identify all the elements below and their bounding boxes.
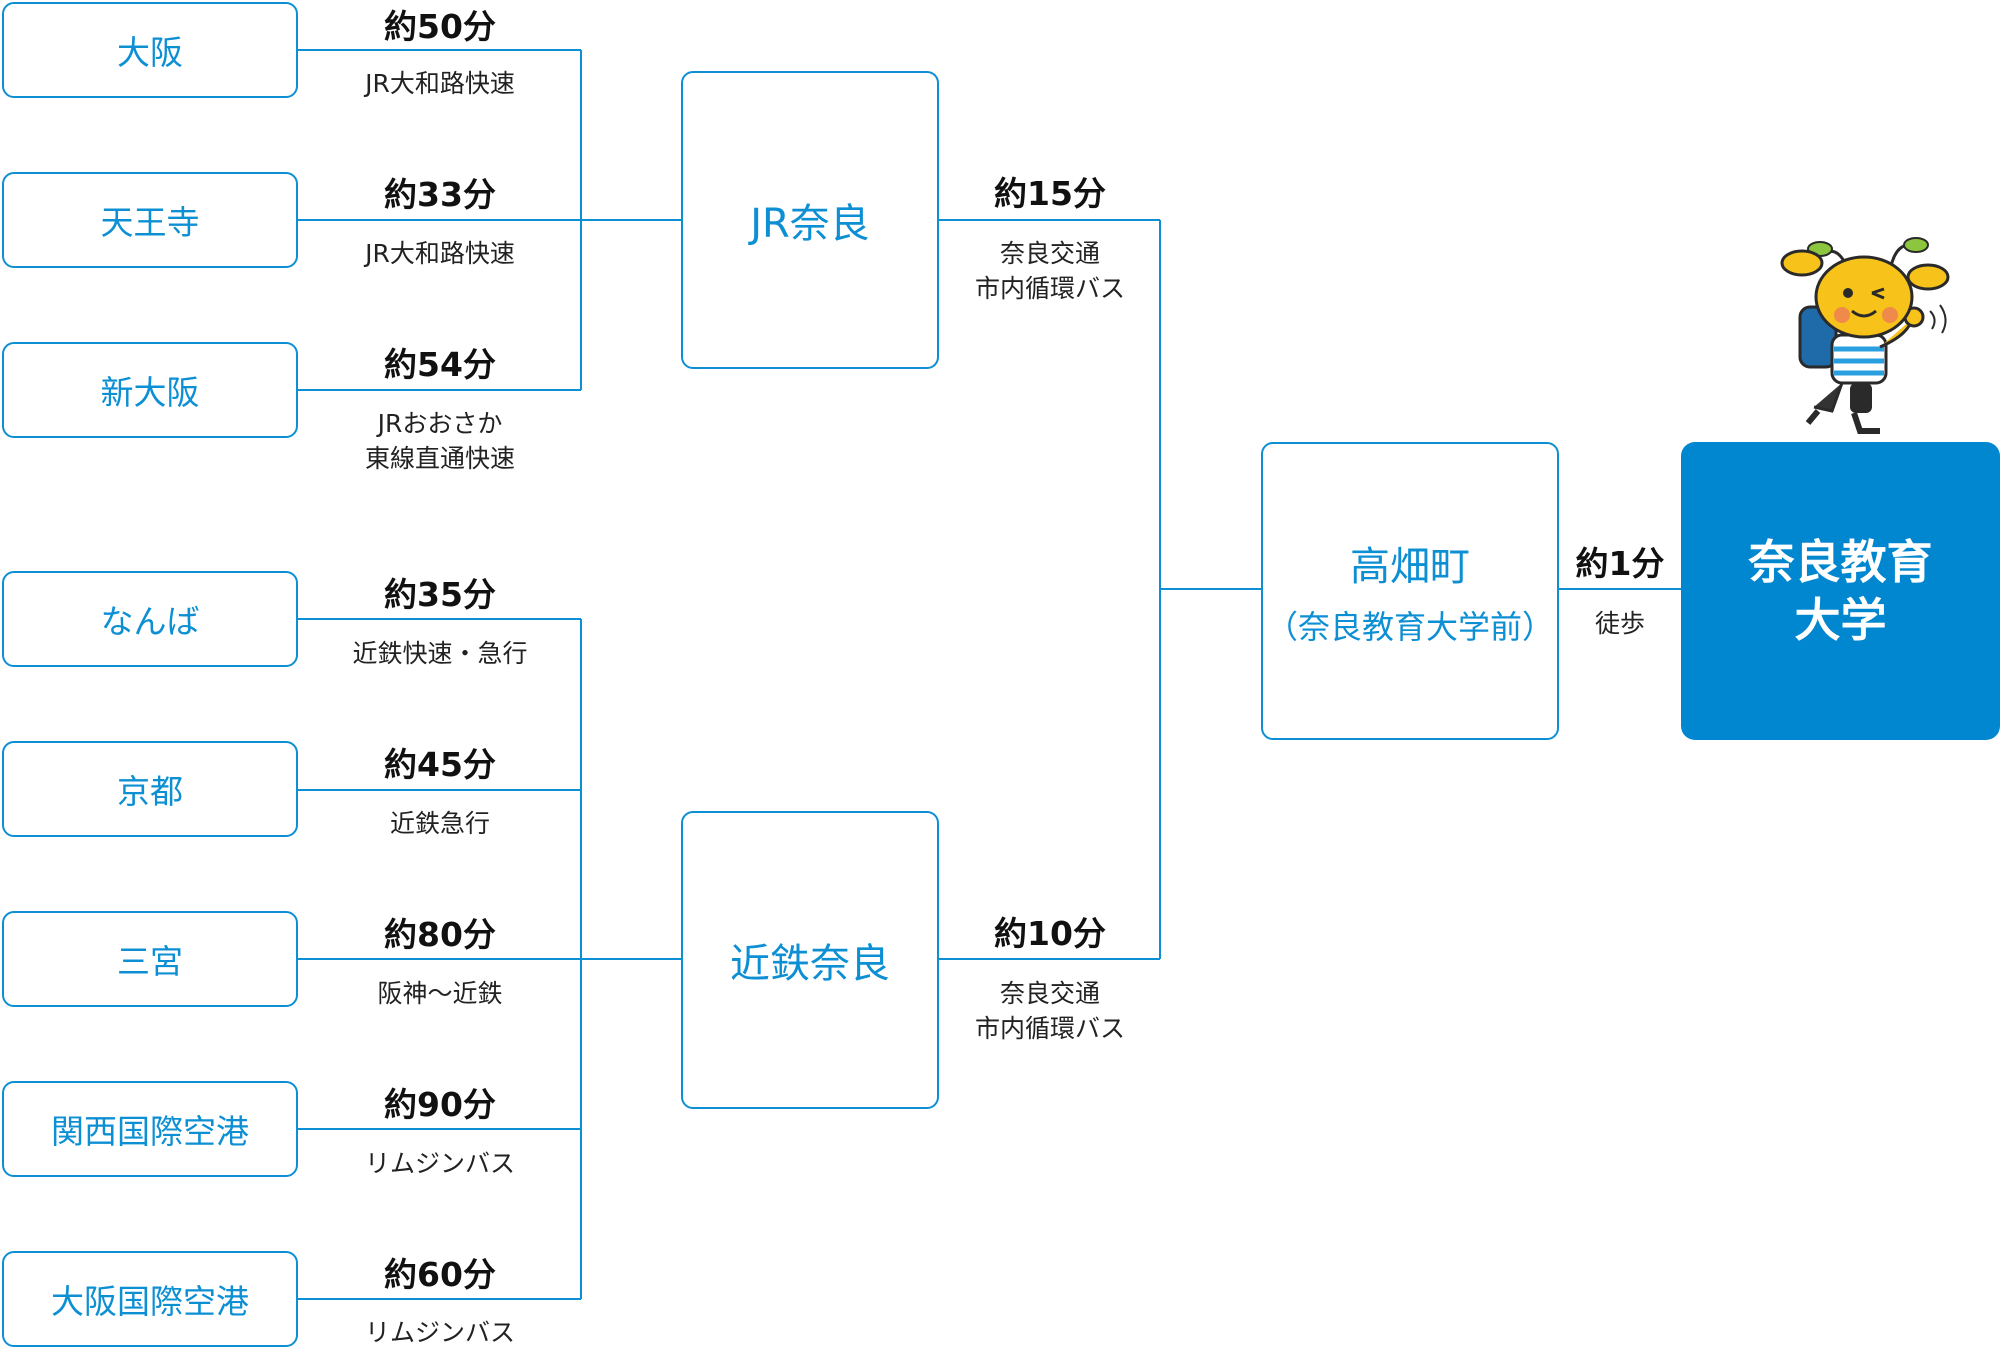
route-label: 近鉄急行 xyxy=(389,809,490,838)
route-label: 徒歩 xyxy=(1594,609,1645,638)
hub-jr-nara: JR奈良 xyxy=(681,71,939,369)
destination-box: 奈良教育 大学 xyxy=(1681,442,2000,740)
travel-time: 約45分 xyxy=(384,745,496,784)
origin-tennoji: 天王寺 xyxy=(2,172,298,268)
route-label: リムジンバス xyxy=(364,1149,515,1178)
stop-subtitle: （奈良教育大学前） xyxy=(1265,608,1554,646)
origin-label: 関西国際空港 xyxy=(51,1112,249,1151)
route-label: 奈良交通 市内循環バス xyxy=(974,979,1125,1043)
travel-time: 約90分 xyxy=(384,1085,496,1124)
route-label: JRおおさか 東線直通快速 xyxy=(364,409,515,473)
hub-label: 近鉄奈良 xyxy=(730,941,890,987)
origin-osaka-airport: 大阪国際空港 xyxy=(2,1251,298,1347)
origin-label: なんば xyxy=(100,602,200,641)
origin-kyoto: 京都 xyxy=(2,741,298,837)
origin-label: 京都 xyxy=(117,772,183,811)
travel-time: 約10分 xyxy=(994,914,1106,953)
travel-time: 約35分 xyxy=(384,575,496,614)
origin-osaka: 大阪 xyxy=(2,2,298,98)
route-label: JR大和路快速 xyxy=(365,239,515,268)
travel-time: 約1分 xyxy=(1575,544,1665,583)
stop-name: 高畑町 xyxy=(1350,544,1470,590)
route-label: JR大和路快速 xyxy=(365,69,515,98)
route-label: 近鉄快速・急行 xyxy=(352,639,528,668)
origin-label: 三宮 xyxy=(117,942,183,981)
origin-label: 天王寺 xyxy=(100,203,200,242)
travel-time: 約80分 xyxy=(384,915,496,954)
travel-time: 約50分 xyxy=(384,7,496,46)
travel-time: 約54分 xyxy=(384,345,496,384)
origin-label: 大阪 xyxy=(117,33,183,72)
origin-sannomiya: 三宮 xyxy=(2,911,298,1007)
origin-label: 大阪国際空港 xyxy=(51,1282,249,1321)
hub-label: JR奈良 xyxy=(750,201,870,247)
stop-takabatake: 高畑町 （奈良教育大学前） xyxy=(1261,442,1559,740)
route-label: 阪神〜近鉄 xyxy=(377,979,503,1008)
travel-time: 約15分 xyxy=(994,174,1106,213)
origin-kansai-airport: 関西国際空港 xyxy=(2,1081,298,1177)
hub-kintetsu-nara: 近鉄奈良 xyxy=(681,811,939,1109)
route-label: 奈良交通 市内循環バス xyxy=(974,239,1125,303)
destination-label: 奈良教育 大学 xyxy=(1748,535,1933,647)
mascot-illustration xyxy=(1780,237,1950,434)
travel-time: 約60分 xyxy=(384,1255,496,1294)
origin-namba: なんば xyxy=(2,571,298,667)
origin-shin-osaka: 新大阪 xyxy=(2,342,298,438)
origin-label: 新大阪 xyxy=(100,373,200,412)
route-label: リムジンバス xyxy=(364,1318,515,1347)
travel-time: 約33分 xyxy=(384,175,496,214)
